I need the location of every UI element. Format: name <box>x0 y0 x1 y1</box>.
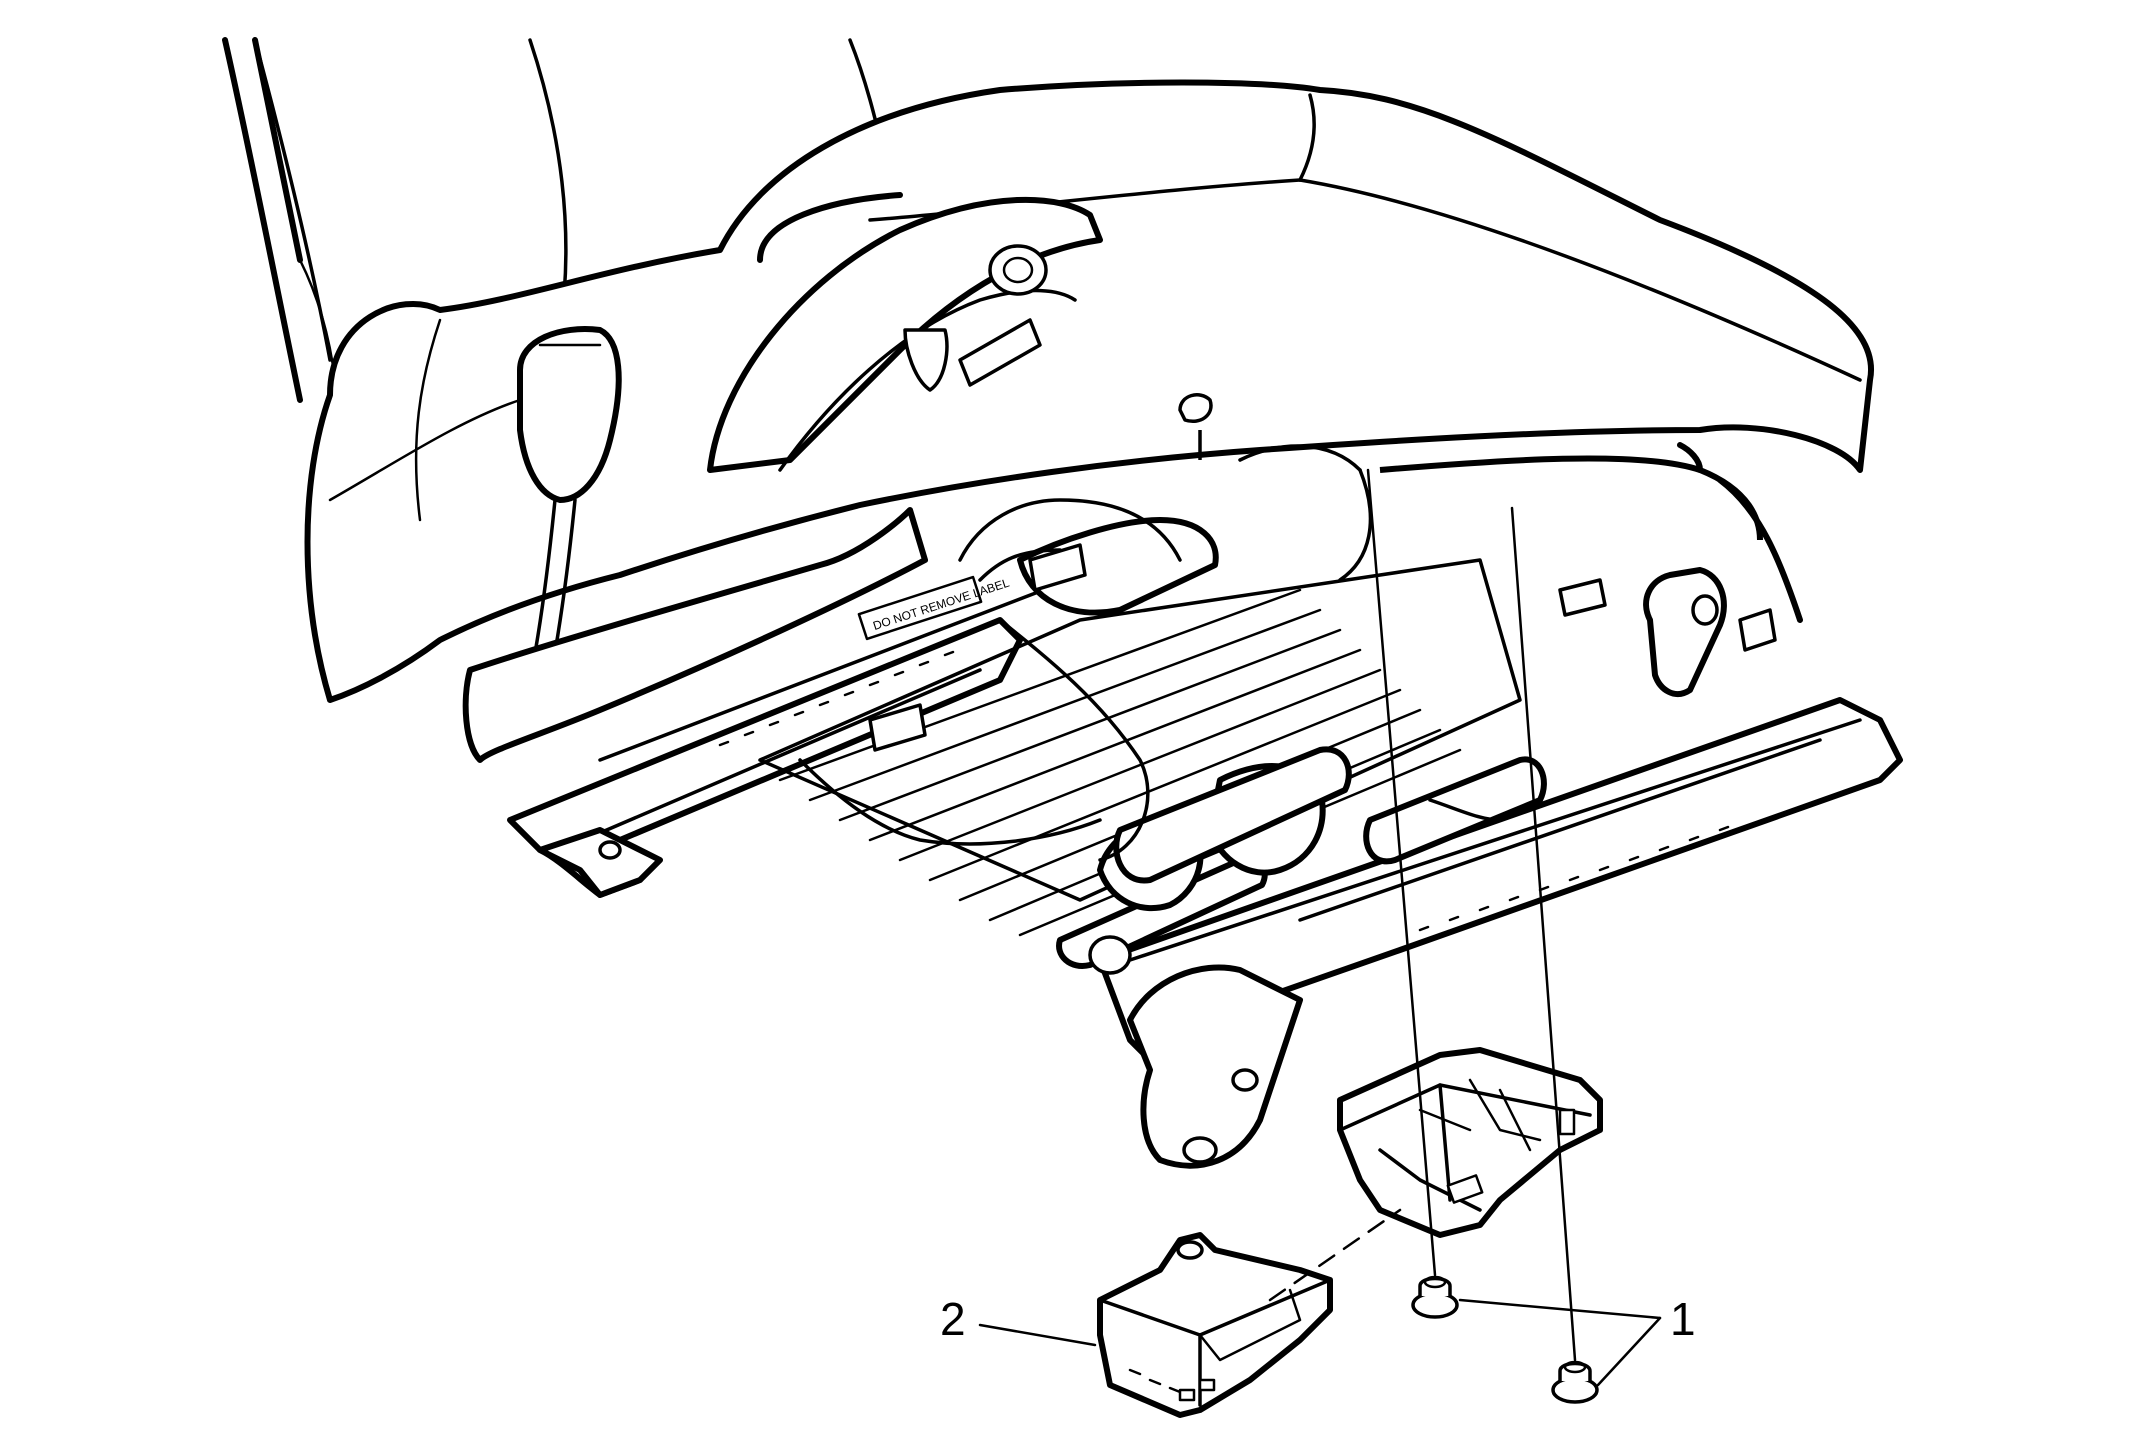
seat-module <box>1097 1232 1333 1418</box>
fastener-guide-line-left <box>1366 468 1437 1277</box>
callout-2-label: 2 <box>940 1293 966 1345</box>
front-trim-panel: DO NOT REMOVE LABEL <box>462 507 1011 763</box>
fastener-left <box>1411 1275 1459 1319</box>
fastener-right <box>1551 1360 1599 1404</box>
callout-1-label: 1 <box>1670 1293 1696 1345</box>
callout-2: 2 <box>940 1293 1097 1347</box>
seat-cushion <box>304 79 1875 703</box>
seat-back <box>222 37 892 403</box>
module-bracket <box>1337 1047 1603 1238</box>
fastener-guide-line-right <box>1510 506 1577 1362</box>
alignment-dashed-line <box>1268 1208 1402 1302</box>
seat-frame <box>507 393 1903 1169</box>
callout-1: 1 <box>1458 1293 1696 1387</box>
